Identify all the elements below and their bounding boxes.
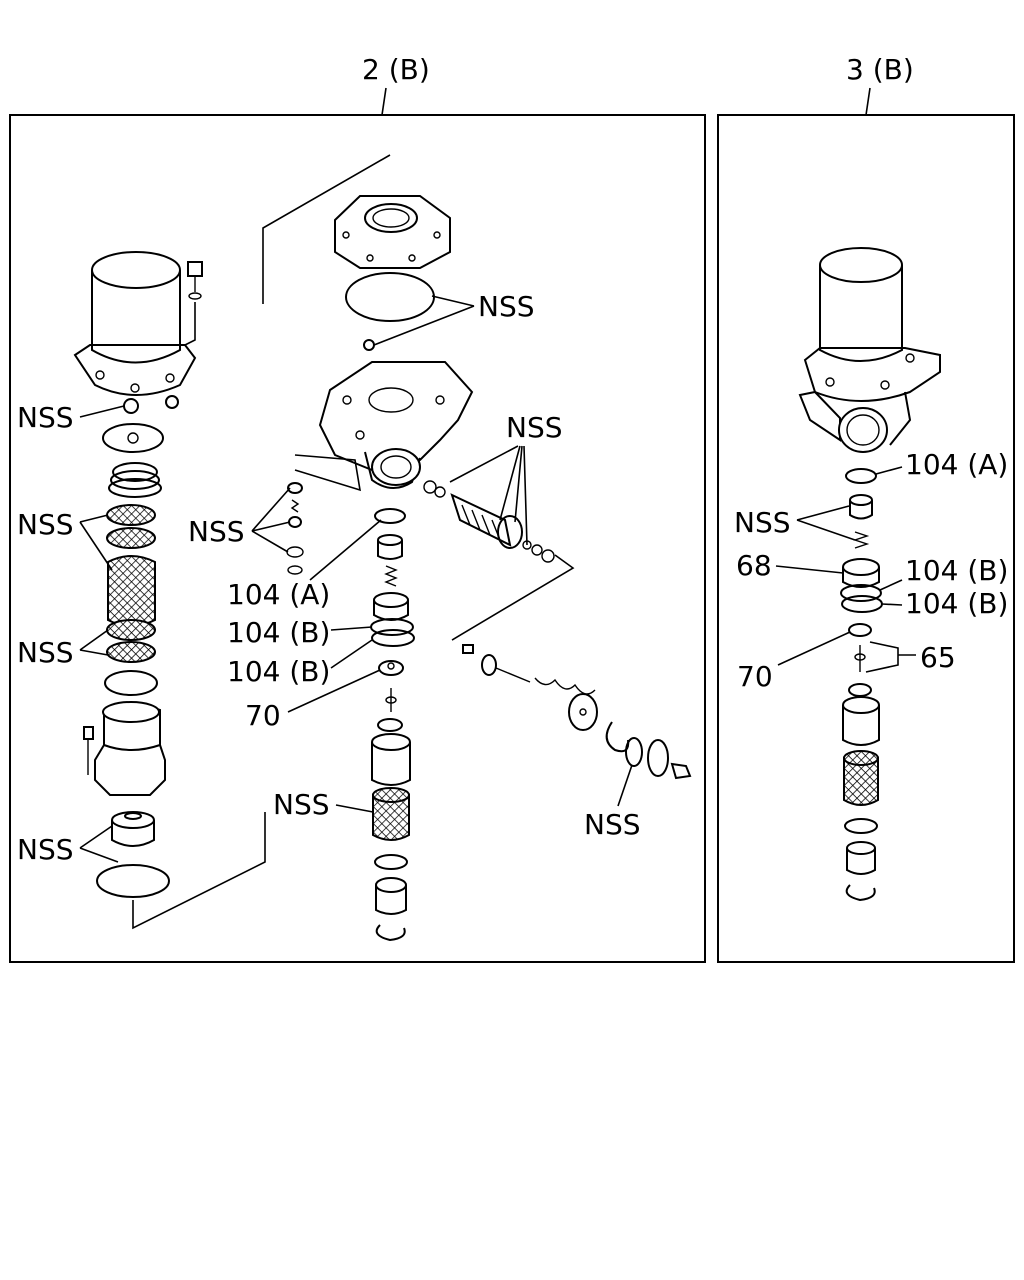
center-piston [370, 592, 415, 647]
nss-leader-cover-bolt [79, 405, 125, 418]
nss-label-left-check: NSS [188, 515, 245, 548]
right-mesh-filter [843, 750, 879, 806]
nss-leader-bottom-cup [79, 825, 119, 863]
right-snap-ring [845, 884, 876, 902]
nss-label-filter-top: NSS [17, 508, 74, 541]
right-label-65: 65 [920, 641, 956, 674]
right-cap-70 [848, 623, 872, 637]
center-sleeve [371, 733, 411, 786]
left-title-leader [381, 87, 387, 116]
main-housing [318, 361, 474, 489]
left-cover-bolt [184, 261, 203, 346]
nss-leader-washer [617, 764, 633, 807]
nss-label-bottom-cup: NSS [17, 833, 74, 866]
right-label-68: 68 [736, 549, 772, 582]
right-plug [849, 494, 873, 520]
center-spring [384, 565, 398, 587]
top-cover-leader [262, 154, 391, 304]
left-panel-frame [9, 114, 706, 963]
top-oring [345, 272, 435, 322]
right-ring [848, 683, 872, 697]
right-leader-68 [775, 565, 844, 574]
right-screw-65 [854, 645, 866, 672]
center-cap-70 [378, 660, 404, 676]
leader-70 [287, 669, 381, 713]
side-valve-assembly [423, 480, 555, 563]
nss-leader-mesh [335, 804, 374, 813]
center-plug [377, 534, 403, 560]
right-leader-104a [875, 466, 903, 475]
right-label-70: 70 [737, 660, 773, 693]
leader-104b-1 [330, 626, 373, 631]
small-seal [363, 339, 375, 351]
side-valve-leader [451, 554, 575, 641]
side-disc [647, 739, 669, 777]
label-104a: 104 (A) [227, 578, 330, 611]
nss-label-filter-mid: NSS [17, 636, 74, 669]
nss-label-upper-oring: NSS [478, 290, 535, 323]
left-bottom-cup [111, 811, 155, 847]
label-104b-1: 104 (B) [227, 616, 330, 649]
right-label-104a: 104 (A) [905, 448, 1008, 481]
right-bottom-cup [846, 841, 876, 875]
right-desiccant-cartridge [798, 247, 941, 453]
right-leader-65 [865, 641, 916, 673]
center-ring [377, 718, 403, 732]
valve-stem-spring [462, 644, 598, 731]
left-filter-element [104, 504, 158, 696]
left-large-oring [96, 864, 170, 898]
right-label-104b-1: 104 (B) [905, 554, 1008, 587]
nss-leader-upper-oring [373, 295, 475, 346]
right-label-104b-2: 104 (B) [905, 587, 1008, 620]
left-panel-title: 2 (B) [362, 53, 430, 86]
right-sleeve [842, 696, 880, 746]
right-oring-104a [845, 468, 877, 484]
top-cover-plate [334, 195, 451, 269]
nss-leader-side-valve [449, 445, 528, 546]
side-washer [625, 737, 643, 767]
center-oring-104a [374, 508, 406, 524]
right-leader-104b-2 [881, 603, 903, 606]
right-piston-68 [840, 558, 883, 613]
center-small-screw [385, 688, 397, 712]
right-lower-oring [844, 818, 878, 834]
side-end-nut [670, 762, 692, 780]
left-assembly-leader [132, 812, 266, 930]
right-leader-104b-1 [879, 579, 903, 591]
right-leader-70 [777, 631, 851, 666]
center-lower-oring [374, 854, 408, 870]
label-70: 70 [245, 699, 281, 732]
nss-leader-filter-mid [79, 629, 109, 656]
right-nss-label: NSS [734, 506, 791, 539]
nss-label-cover-bolt: NSS [17, 401, 74, 434]
side-snap-ring [605, 721, 630, 753]
center-bottom-cup [375, 877, 407, 915]
left-desiccant-cartridge [73, 251, 197, 396]
left-spring-cup [108, 462, 162, 498]
center-snap-ring [375, 924, 406, 942]
leader-104a [309, 519, 382, 581]
nss-label-washer: NSS [584, 808, 641, 841]
label-104b-2: 104 (B) [227, 655, 330, 688]
right-title-leader [865, 87, 871, 116]
right-spring [852, 531, 870, 549]
nss-leader-left-check [251, 487, 291, 553]
right-panel-title: 3 (B) [846, 53, 914, 86]
nss-label-mesh: NSS [273, 788, 330, 821]
cover-bolt-stack [286, 454, 362, 575]
nss-leader-filter-top [79, 514, 113, 571]
nss-label-side-valve: NSS [506, 411, 563, 444]
right-nss-leader [796, 505, 856, 541]
center-mesh-filter [372, 787, 410, 841]
left-valve-disc [102, 395, 179, 453]
left-check-body [83, 701, 166, 796]
leader-104b-2 [330, 639, 373, 669]
